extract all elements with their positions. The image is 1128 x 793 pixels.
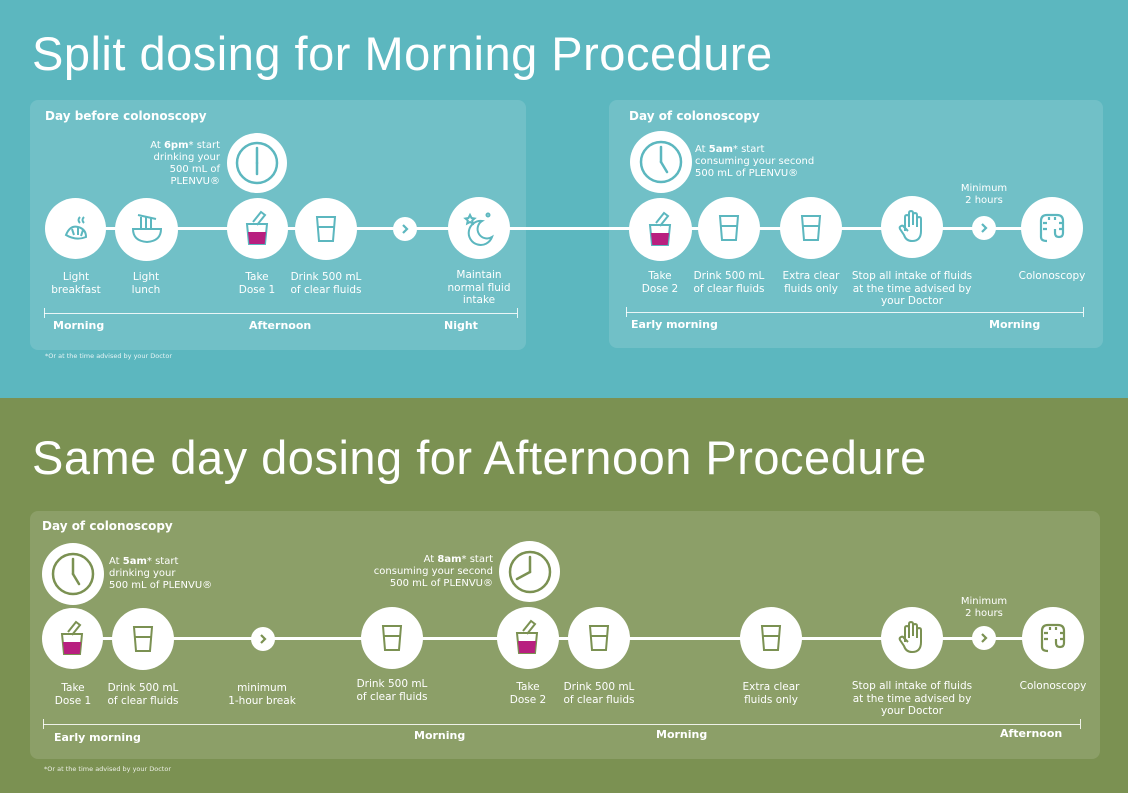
step-caption: Take Dose 2 (509, 681, 547, 706)
day-of-label: Day of colonoscopy (42, 519, 173, 533)
dose1-time-note: At 5am* start drinking your 500 mL of PL… (109, 556, 213, 591)
glass-icon (698, 197, 760, 259)
period-label: Morning (989, 318, 1041, 331)
clock-icon (499, 541, 560, 602)
dose-cup-icon (497, 607, 559, 669)
period-label: Early morning (54, 731, 141, 744)
dose-cup-icon (42, 608, 103, 669)
clock-icon (630, 131, 692, 193)
period-label: Morning (656, 728, 708, 741)
step-caption: Drink 500 mL of clear fluids (563, 681, 635, 706)
chevron-right-icon (251, 627, 275, 651)
clock-icon (42, 543, 104, 605)
stop-hand-icon (881, 607, 943, 669)
minimum-2-hours-note: Minimum 2 hours (960, 596, 1008, 619)
step-caption: Take Dose 2 (641, 270, 679, 295)
period-label: Early morning (631, 318, 718, 331)
step-caption: Stop all intake of fluids at the time ad… (851, 270, 973, 307)
breakfast-icon (45, 198, 106, 259)
step-caption: Extra clear fluids only (782, 270, 840, 295)
step-caption: Colonoscopy (1019, 680, 1087, 692)
step-caption: Colonoscopy (1018, 270, 1086, 282)
period-label: Afternoon (1000, 727, 1063, 740)
day-of-label: Day of colonoscopy (629, 109, 760, 123)
split-dosing-panel: Split dosing for Morning Procedure Day b… (0, 0, 1128, 398)
step-caption: Take Dose 1 (238, 271, 276, 296)
chevron-right-icon (393, 217, 417, 241)
night-sky-icon (448, 197, 510, 259)
same-day-dosing-title: Same day dosing for Afternoon Procedure (32, 431, 927, 484)
minimum-2-hours-note: Minimum 2 hours (960, 183, 1008, 206)
period-label: Night (444, 319, 478, 332)
split-timeline-line (76, 227, 1054, 230)
axis-tick (626, 307, 627, 317)
glass-icon (295, 198, 357, 260)
axis-tick (1080, 719, 1081, 729)
dose2-time-note: At 8am* start consuming your second 500 … (373, 554, 493, 589)
step-caption: Drink 500 mL of clear fluids (107, 682, 179, 707)
footnote: *Or at the time advised by your Doctor (45, 352, 173, 360)
chevron-right-icon (972, 216, 996, 240)
dose-cup-icon (629, 198, 692, 261)
axis-tick (44, 308, 45, 318)
glass-icon (361, 607, 423, 669)
step-caption: Extra clear fluids only (742, 681, 800, 706)
dose2-time-note: At 5am* start consuming your second 500 … (695, 144, 815, 179)
period-label: Morning (53, 319, 105, 332)
step-caption: Drink 500 mL of clear fluids (693, 270, 765, 295)
step-caption: Take Dose 1 (54, 682, 92, 707)
axis-tick (517, 308, 518, 318)
axis-tick (43, 719, 44, 729)
dose-cup-icon (227, 198, 288, 259)
break-caption: minimum 1-hour break (228, 682, 296, 707)
same-day-dosing-panel: Same day dosing for Afternoon Procedure … (0, 398, 1128, 793)
step-caption: Stop all intake of fluids at the time ad… (851, 680, 973, 717)
colon-icon (1022, 607, 1084, 669)
colon-icon (1021, 197, 1083, 259)
dose1-time-note: At 6pm* start drinking your 500 mL of PL… (150, 140, 220, 187)
axis-tick (1083, 307, 1084, 317)
glass-icon (112, 608, 174, 670)
stop-hand-icon (881, 196, 943, 258)
step-caption: Light breakfast (51, 271, 101, 296)
step-caption: Drink 500 mL of clear fluids (356, 678, 428, 703)
time-axis (43, 724, 1080, 725)
footnote: *Or at the time advised by your Doctor (44, 765, 172, 773)
same-day-timeline-line (72, 637, 1052, 640)
time-axis (626, 312, 1083, 313)
time-axis (44, 313, 517, 314)
period-label: Afternoon (249, 319, 312, 332)
chevron-right-icon (972, 626, 996, 650)
step-caption: Light lunch (131, 271, 161, 296)
split-dosing-title: Split dosing for Morning Procedure (32, 27, 773, 80)
glass-icon (740, 607, 802, 669)
glass-icon (568, 607, 630, 669)
step-caption: Drink 500 mL of clear fluids (290, 271, 362, 296)
step-caption: Maintain normal fluid intake (447, 269, 511, 306)
noodle-bowl-icon (115, 198, 178, 261)
period-label: Morning (414, 729, 466, 742)
glass-icon (780, 197, 842, 259)
day-before-label: Day before colonoscopy (45, 109, 207, 123)
clock-icon (227, 133, 287, 193)
